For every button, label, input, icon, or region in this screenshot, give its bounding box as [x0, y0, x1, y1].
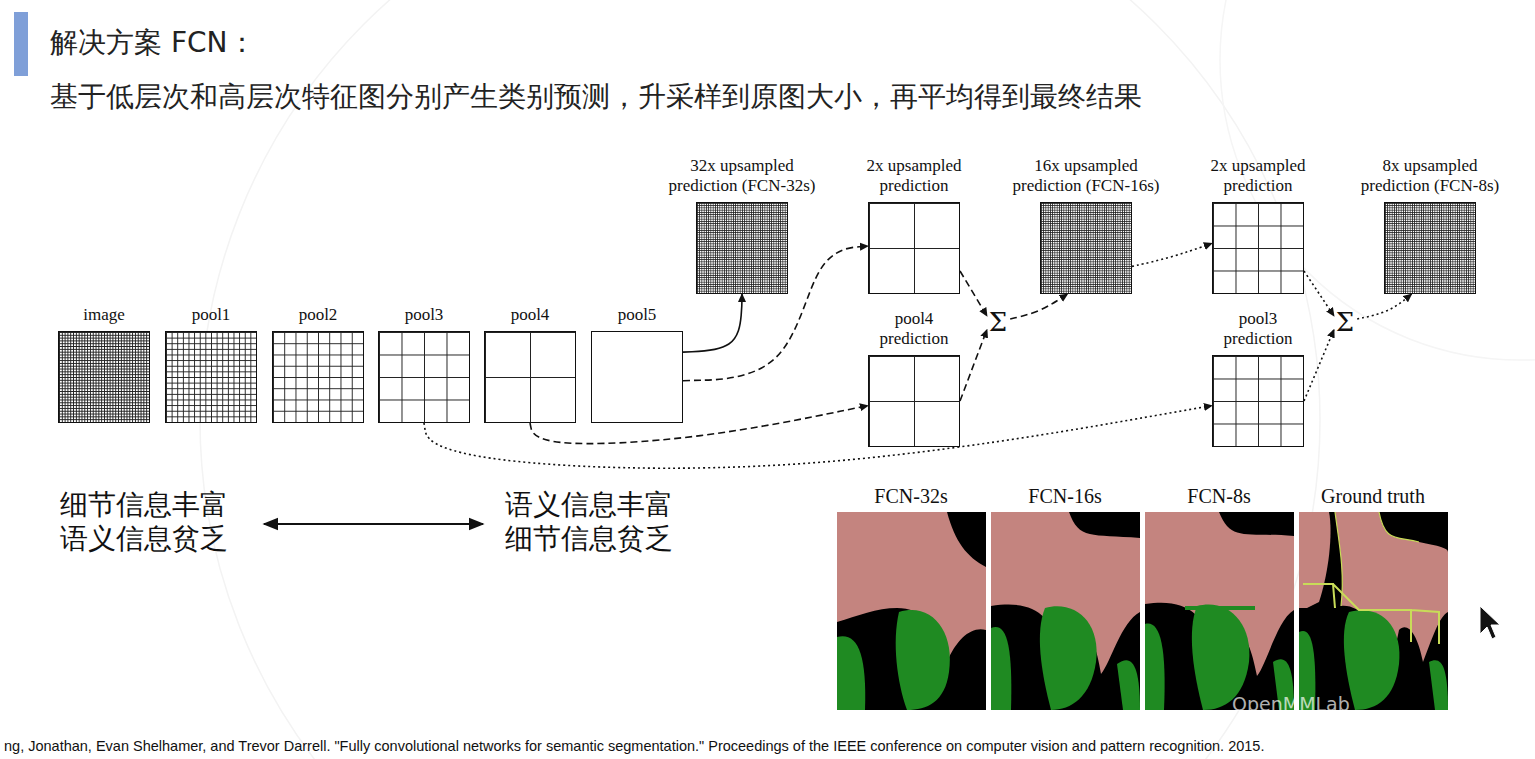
grid-box: [591, 331, 683, 423]
watermark: OpenMMLab: [1232, 693, 1350, 716]
grid-box: [1384, 202, 1476, 294]
slide-title: 解决方案 FCN：: [50, 24, 256, 62]
feature-map: pool3: [378, 305, 470, 423]
map-label: 2x upsampled prediction: [1183, 156, 1333, 197]
flow-arrow: [1132, 243, 1212, 266]
feature-map: pool5: [591, 305, 683, 423]
grid-box: [868, 355, 960, 447]
grid-box: [272, 331, 364, 423]
flow-arrow: [1357, 294, 1411, 319]
grid-box: [868, 202, 960, 294]
feature-map: pool2: [272, 305, 364, 423]
sum-label: Σ: [1333, 307, 1357, 337]
note-text: 语义信息丰富 细节信息贫乏: [505, 488, 705, 555]
grid-box: [696, 202, 788, 294]
sum-symbol: Σ: [1333, 307, 1357, 337]
grid-box: [1212, 202, 1304, 294]
map-label: pool4: [495, 305, 565, 326]
grid-box: [378, 331, 470, 423]
flow-arrow: [960, 330, 987, 402]
feature-map: pool3 prediction: [1208, 309, 1308, 447]
flow-arrow: [530, 406, 868, 444]
double-arrow: [264, 523, 483, 525]
flow-arrow: [683, 294, 742, 352]
map-label: pool4 prediction: [864, 309, 964, 350]
grid-box: [58, 331, 150, 423]
map-label: pool1: [176, 305, 246, 326]
sum-symbol: Σ: [986, 307, 1010, 337]
feature-map: 2x upsampled prediction: [839, 156, 989, 294]
map-label: pool3: [389, 305, 459, 326]
feature-map: pool4 prediction: [864, 309, 964, 447]
map-label: pool5: [602, 305, 672, 326]
title-bar: [14, 12, 28, 76]
grid-box: [484, 331, 576, 423]
map-label: 16x upsampled prediction (FCN-16s): [1002, 156, 1170, 197]
subtitle: 基于低层次和高层次特征图分别产生类别预测，升采样到原图大小，再平均得到最终结果: [50, 80, 1142, 114]
note-text: 细节信息丰富 语义信息贫乏: [60, 488, 260, 555]
map-label: 2x upsampled prediction: [839, 156, 989, 197]
flow-arrow: [960, 271, 987, 316]
panel-title: FCN-16s: [1028, 484, 1101, 508]
grid-box: [1040, 202, 1132, 294]
panel-title: FCN-8s: [1187, 484, 1250, 508]
map-label: image: [69, 305, 139, 326]
sum-label: Σ: [986, 307, 1010, 337]
feature-map: 8x upsampled prediction (FCN-8s): [1346, 156, 1514, 294]
mouse-cursor: [1480, 606, 1500, 639]
feature-map: image: [58, 305, 150, 423]
map-label: 32x upsampled prediction (FCN-32s): [658, 156, 826, 197]
grid-box: [1212, 355, 1304, 447]
feature-map: 32x upsampled prediction (FCN-32s): [658, 156, 826, 294]
map-label: pool2: [283, 305, 353, 326]
segmentation-result: [1145, 512, 1294, 710]
map-label: pool3 prediction: [1208, 309, 1308, 350]
feature-map: 16x upsampled prediction (FCN-16s): [1002, 156, 1170, 294]
grid-box: [165, 331, 257, 423]
feature-map: pool4: [484, 305, 576, 423]
feature-map: pool1: [165, 305, 257, 423]
panel-title: Ground truth: [1321, 484, 1425, 508]
flow-arrow: [1010, 294, 1067, 319]
flow-arrow: [1304, 330, 1334, 402]
flow-arrow: [1304, 271, 1334, 316]
background-arc: [200, 0, 1320, 759]
citation: ng, Jonathan, Evan Shelhamer, and Trevor…: [4, 738, 1264, 754]
segmentation-result: [837, 512, 986, 710]
feature-map: 2x upsampled prediction: [1183, 156, 1333, 294]
segmentation-result: [991, 512, 1140, 710]
map-label: 8x upsampled prediction (FCN-8s): [1346, 156, 1514, 197]
segmentation-result: [1299, 512, 1448, 710]
panel-title: FCN-32s: [874, 484, 947, 508]
